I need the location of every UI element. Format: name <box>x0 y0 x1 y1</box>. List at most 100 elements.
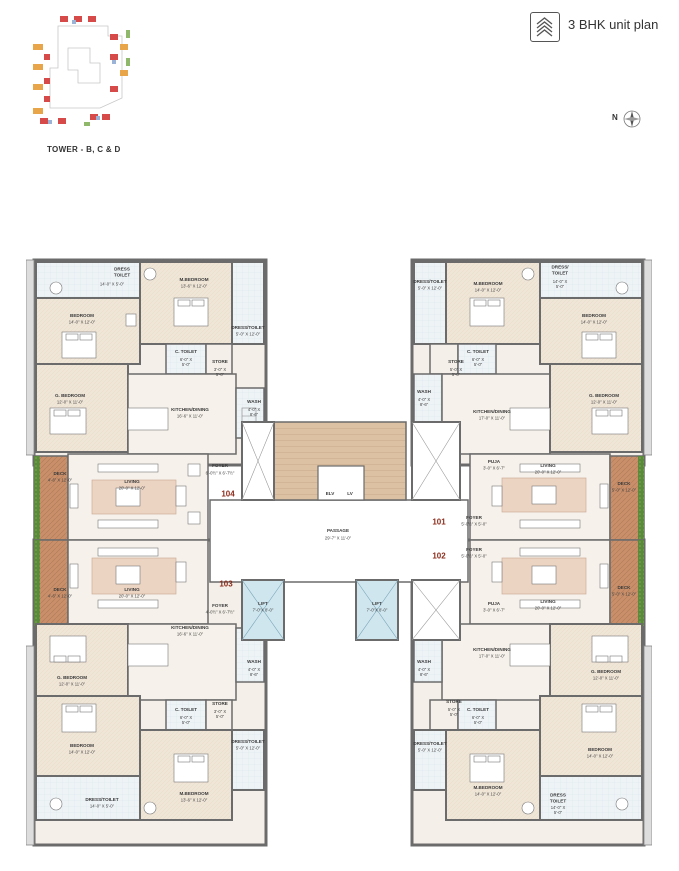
room-dim: 14'-0" X 12'-0" <box>580 319 608 325</box>
room-name: LIVING <box>124 587 140 593</box>
room-dim: 6'-0" X 5'-0" <box>179 356 193 367</box>
room-name: DECK <box>617 481 631 487</box>
room-name: KITCHEN/DINING <box>473 409 511 415</box>
room-name: DRESS/TOILET <box>231 739 265 745</box>
room-dim: 17'-0" X 11'-0" <box>478 653 506 659</box>
room-name: M.BEDROOM <box>473 785 503 791</box>
room-name: PASSAGE <box>326 528 350 534</box>
lv-label: LV <box>347 491 353 497</box>
unit-number: 101 <box>432 517 446 527</box>
room-dim: 5'-0" X 12'-0" <box>235 331 261 337</box>
room-dim: 17'-0" X 11'-0" <box>478 415 506 421</box>
unit-number: 102 <box>432 551 446 561</box>
room-name: BEDROOM <box>588 747 612 753</box>
room-name: LIVING <box>124 479 140 485</box>
room-dim: 4'-0" X 8'-6" <box>417 396 431 407</box>
unit-104 <box>33 261 265 541</box>
room-dim: 16'-6" X 11'-0" <box>176 413 204 419</box>
room-dim: 5'-0" X 12'-0" <box>417 285 443 291</box>
room-dim: 4'-0" X 8'-6" <box>247 666 261 677</box>
room-name: WASH <box>247 659 261 665</box>
room-dim: 14'-0" X 5'-0" <box>552 278 568 289</box>
room-name: C. TOILET <box>466 707 490 713</box>
room-dim: 5'-0" X 5'-0" <box>449 366 463 377</box>
unit-number: 104 <box>221 489 235 499</box>
room-dim: 14'-0" X 12'-0" <box>68 319 96 325</box>
room-dim: 13'-6" X 12'-0" <box>180 283 208 289</box>
room-dim: 6'-0" X 5'-0" <box>471 714 485 725</box>
room-name: M.BEDROOM <box>473 281 503 287</box>
room-name: G. BEDROOM <box>54 393 86 399</box>
unit-102 <box>413 539 645 821</box>
room-name: DRESS/TOILET <box>413 741 447 747</box>
room-name: KITCHEN/DINING <box>171 407 209 413</box>
room-dim: 29'-7" X 11'-0" <box>324 535 352 541</box>
room-name: FOYER <box>212 463 228 469</box>
room-name: G. BEDROOM <box>588 393 620 399</box>
room-dim: 4'-6" X 12'-0" <box>47 477 73 483</box>
room-dim: 4'-6" X 12'-0" <box>47 593 73 599</box>
room-name: STORE <box>448 359 464 365</box>
room-name: DRESS/ TOILET <box>551 264 569 275</box>
room-dim: 14'-0" X 12'-0" <box>586 753 614 759</box>
room-dim: 5'-0" X 12'-0" <box>417 747 443 753</box>
room-dim: 12'-0" X 11'-0" <box>56 399 84 405</box>
room-dim: 3'-0" X 6'-7" <box>483 465 505 471</box>
room-name: KITCHEN/DINING <box>171 625 209 631</box>
room-dim: 12'-0" X 11'-0" <box>592 675 620 681</box>
key-plan-map <box>30 8 140 140</box>
room-dim: 4'-0½" X 6'-7½" <box>205 609 235 615</box>
room-name: DECK <box>53 587 67 593</box>
room-dim: 5'-0" X 12'-0" <box>611 591 637 597</box>
room-dim: 4'-0" X 8'-6" <box>247 406 261 417</box>
room-name: WASH <box>417 659 431 665</box>
room-dim: 20'-0" X 12'-0" <box>534 469 562 475</box>
room-dim: 5'-0½" X 5'-0" <box>461 521 487 527</box>
room-name: BEDROOM <box>70 743 94 749</box>
room-dim: 6'-0" X 5'-0" <box>471 356 485 367</box>
tower-label: TOWER - B, C & D <box>47 145 121 154</box>
room-name: DRESS/TOILET <box>413 279 447 285</box>
room-name: BEDROOM <box>582 313 606 319</box>
room-name: C. TOILET <box>174 707 198 713</box>
room-name: FOYER <box>212 603 228 609</box>
room-name: STORE <box>212 359 228 365</box>
room-dim: 5'-0" X 12'-0" <box>611 487 637 493</box>
room-dim: 6'-0½" X 6'-7½" <box>205 470 235 476</box>
room-name: C. TOILET <box>466 349 490 355</box>
floor-plan: DRESS TOILET 14'-0" X 5'-0" M.BEDROOM 13… <box>25 248 653 853</box>
room-name: M.BEDROOM <box>179 277 209 283</box>
compass-icon <box>618 107 642 131</box>
compass-north-label: N <box>612 113 618 122</box>
room-dim: 12'-0" X 11'-0" <box>58 681 86 687</box>
room-name: DECK <box>53 471 67 477</box>
room-dim: 5'-0" X 12'-0" <box>235 745 261 751</box>
room-dim: 14'-0" X 12'-0" <box>474 287 502 293</box>
unit-plan-title: 3 BHK unit plan <box>568 17 659 32</box>
room-dim: 20'-0" X 12'-0" <box>118 485 146 491</box>
room-name: WASH <box>417 389 431 395</box>
room-name: DECK <box>617 585 631 591</box>
floor-plan-drawing <box>25 258 653 847</box>
room-dim: 12'-0" X 11'-0" <box>590 399 618 405</box>
room-dim: 3'-0" X 6'-7" <box>483 607 505 613</box>
core <box>209 421 469 641</box>
room-dim: 4'-0" X 8'-6" <box>417 666 431 677</box>
room-name: PUJA <box>487 601 501 607</box>
room-name: M.BEDROOM <box>179 791 209 797</box>
room-name: DRESS/TOILET <box>85 797 119 803</box>
room-name: DRESS/TOILET <box>231 325 265 331</box>
room-name: G. BEDROOM <box>56 675 88 681</box>
elv-label: ELV <box>325 491 335 497</box>
room-name: LIFT <box>258 601 268 607</box>
room-dim: 16'-6" X 11'-0" <box>176 631 204 637</box>
room-dim: 14'-0" X 5'-0" <box>550 804 566 815</box>
room-dim: 14'-0" X 5'-0" <box>89 803 115 809</box>
room-dim: 14'-0" X 12'-0" <box>68 749 96 755</box>
room-name: FOYER <box>466 515 482 521</box>
room-dim: 5'-0½" X 5'-0" <box>461 553 487 559</box>
unit-101 <box>413 261 645 541</box>
room-name: DRESS TOILET <box>113 266 131 277</box>
room-dim: 14'-0" X 12'-0" <box>474 791 502 797</box>
room-dim: 3'-0" X 5'-0" <box>213 366 227 377</box>
